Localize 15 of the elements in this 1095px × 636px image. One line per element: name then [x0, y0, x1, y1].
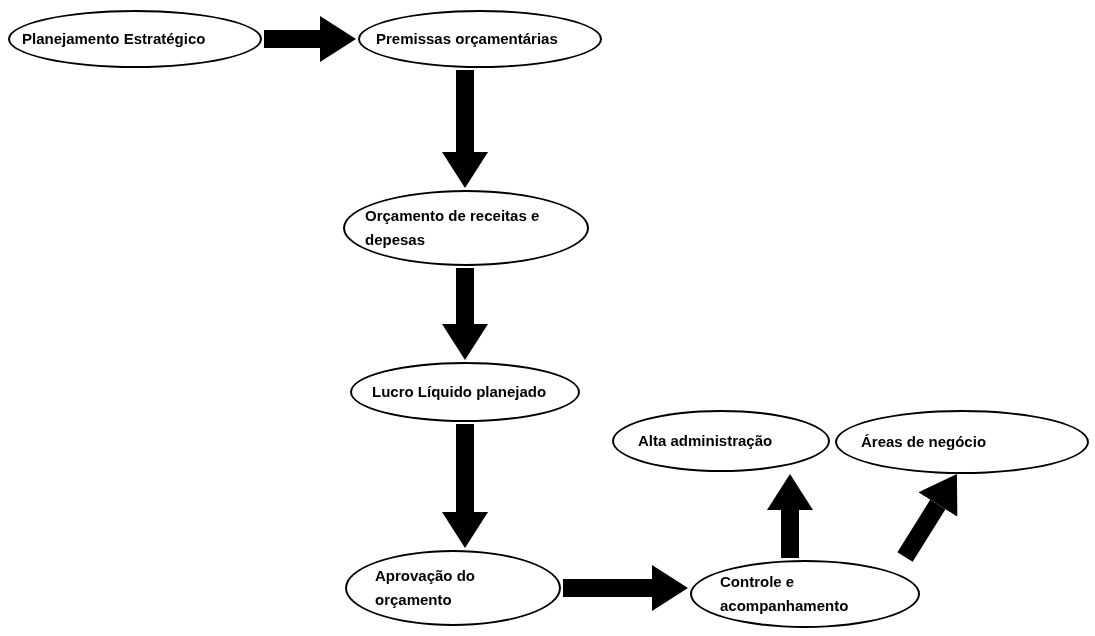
node-label: Alta administração — [638, 431, 773, 451]
node-label: Planejamento Estratégico — [22, 29, 206, 49]
block-arrow — [767, 474, 813, 558]
block-arrow — [442, 70, 488, 188]
block-arrow — [442, 424, 488, 548]
block-arrow — [897, 474, 958, 562]
node-label: Controle e acompanhamento — [720, 572, 850, 616]
node-label: Aprovação do orçamento — [375, 566, 477, 610]
node-label: Orçamento de receitas e depesas — [365, 206, 541, 250]
block-arrow — [563, 565, 688, 611]
block-arrow — [442, 268, 488, 360]
node-label: Lucro Líquido planejado — [372, 382, 547, 402]
node-label: Áreas de negócio — [861, 432, 987, 452]
node-label: Premissas orçamentárias — [376, 29, 558, 49]
block-arrow — [264, 16, 356, 62]
